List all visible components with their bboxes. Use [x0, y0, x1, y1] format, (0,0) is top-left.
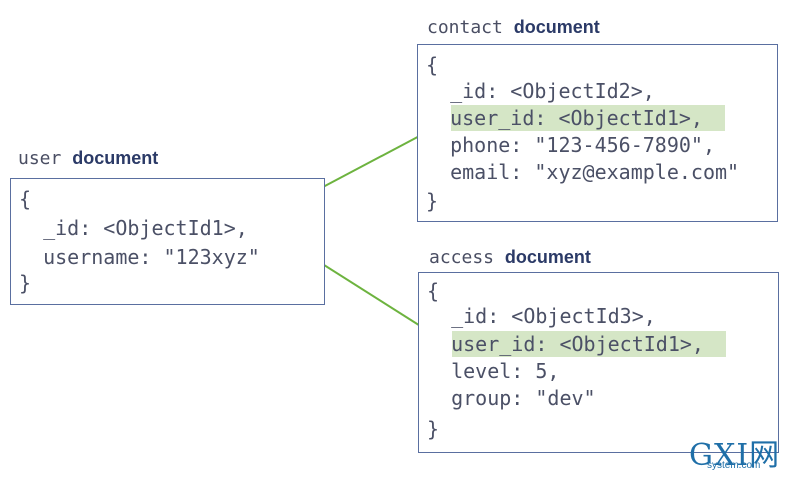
access-line-close: } — [427, 417, 440, 441]
contact-line-open: { — [426, 53, 439, 77]
access-line-user-id: user_id: <ObjectId1>, — [427, 332, 704, 356]
access-user-id-highlight — [452, 331, 726, 357]
contact-document-box: { _id: <ObjectId2>, user_id: <ObjectId1>… — [417, 44, 778, 222]
contact-line-user-id: user_id: <ObjectId1>, — [426, 106, 703, 130]
access-title-prefix: access — [429, 247, 495, 268]
access-line-id: _id: <ObjectId3>, — [427, 304, 656, 328]
user-line-close: } — [19, 271, 32, 295]
access-line-group: group: "dev" — [427, 386, 596, 410]
user-line-id: _id: <ObjectId1>, — [19, 216, 248, 240]
access-document-box: { _id: <ObjectId3>, user_id: <ObjectId1>… — [418, 272, 779, 453]
site-watermark-logo: GXI网 system.com — [689, 430, 781, 474]
user-title-keyword: document — [72, 148, 159, 168]
user-line-open: { — [19, 187, 32, 211]
user-document-title: user document — [18, 148, 158, 169]
access-line-open: { — [427, 279, 440, 303]
contact-title-prefix: contact — [427, 17, 503, 38]
contact-document-title: contact document — [427, 17, 600, 38]
contact-line-close: } — [426, 189, 439, 213]
watermark-logo-text: GXI网 — [689, 438, 781, 473]
contact-line-id: _id: <ObjectId2>, — [426, 79, 655, 103]
access-title-keyword: document — [504, 247, 591, 267]
contact-user-id-highlight — [451, 105, 725, 131]
watermark-site-text: system.com — [707, 460, 761, 471]
user-line-username: username: "123xyz" — [19, 245, 260, 269]
contact-line-email: email: "xyz@example.com" — [426, 160, 740, 184]
user-document-box: { _id: <ObjectId1>, username: "123xyz" } — [10, 178, 325, 305]
user-title-prefix: user — [18, 148, 62, 169]
contact-title-keyword: document — [513, 17, 600, 37]
access-document-title: access document — [429, 247, 591, 268]
access-line-level: level: 5, — [427, 359, 560, 383]
contact-line-phone: phone: "123-456-7890", — [426, 133, 715, 157]
